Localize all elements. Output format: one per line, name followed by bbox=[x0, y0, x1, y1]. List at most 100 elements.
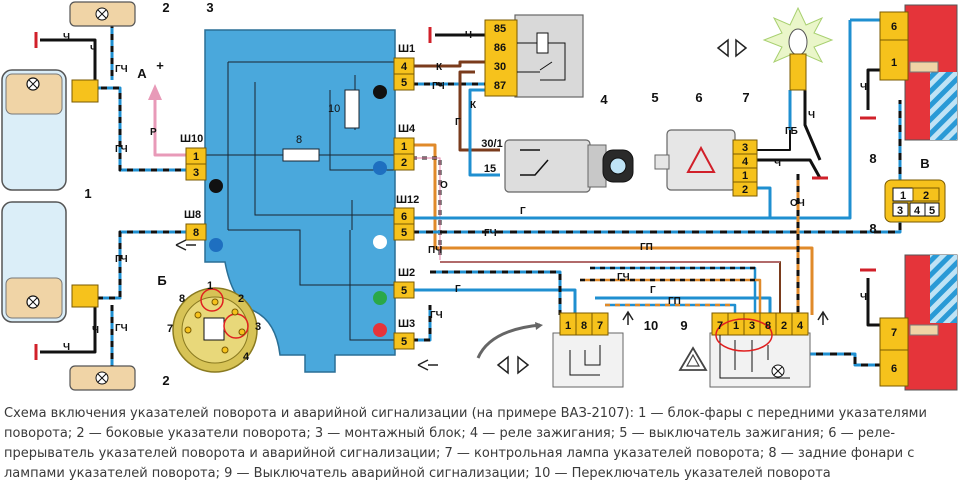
wire-pch: ПЧ bbox=[428, 245, 442, 256]
wire-ch-7: Ч bbox=[808, 110, 815, 121]
wire-gch-1: ГЧ bbox=[115, 64, 128, 75]
mounting-block bbox=[204, 29, 396, 373]
sw10-pin-1: 1 bbox=[565, 320, 571, 332]
connector-labels: Ш1 Ш4 Ш10 Ш12 Ш8 Ш2 Ш3 bbox=[180, 43, 419, 330]
direction-arrows bbox=[175, 38, 829, 375]
pin-sh1-a: 4 bbox=[401, 61, 408, 73]
pin-sh1-b: 5 bbox=[401, 77, 407, 89]
wire-g-3: Г bbox=[455, 284, 461, 295]
block-dot-green bbox=[373, 291, 387, 305]
wire-g-4: Г bbox=[650, 285, 656, 296]
label-7: 7 bbox=[742, 90, 749, 105]
label-3: 3 bbox=[206, 0, 213, 15]
hz-pin-1: 1 bbox=[733, 320, 739, 332]
turn-switch bbox=[476, 312, 624, 388]
conn-sh8: Ш8 bbox=[184, 209, 201, 221]
hazard-switch bbox=[678, 312, 811, 388]
wire-k-2: К bbox=[470, 100, 477, 111]
b-pin-1: 1 bbox=[207, 280, 213, 292]
b-pin-7: 7 bbox=[167, 323, 173, 335]
indicator-lamp bbox=[762, 6, 834, 91]
pin-sh2: 5 bbox=[401, 285, 407, 297]
wire-gp-1: ГП bbox=[640, 242, 653, 253]
wire-g-2: Г bbox=[520, 206, 526, 217]
v-pin-4: 4 bbox=[914, 205, 921, 217]
b-pin-3: 3 bbox=[255, 321, 261, 333]
wire-ch-2: Ч bbox=[90, 44, 97, 55]
relay-pin-30: 30 bbox=[494, 61, 506, 73]
pin-sh4-a: 1 bbox=[401, 141, 407, 153]
wire-gb: ГБ bbox=[785, 126, 798, 137]
headlight-top bbox=[1, 69, 99, 191]
block-connectors bbox=[185, 57, 415, 350]
conn-sh2: Ш2 bbox=[398, 267, 415, 279]
wire-gch-2: ГЧ bbox=[115, 144, 128, 155]
label-2-top: 2 bbox=[162, 0, 169, 15]
lamp-bot-pin-6: 6 bbox=[891, 363, 897, 375]
wire-r: Р bbox=[150, 127, 157, 138]
wire-g-1: Г bbox=[455, 117, 461, 128]
label-6: 6 bbox=[695, 90, 702, 105]
connector-view-v bbox=[884, 179, 946, 223]
wiring-diagram: 1 2 2 3 4 5 6 7 8 8 9 10 10 8 А + Б В Ш1… bbox=[1, 0, 958, 391]
b-pin-4: 4 bbox=[243, 351, 250, 363]
label-5: 5 bbox=[651, 90, 658, 105]
wire-gch-3: ГЧ bbox=[115, 254, 128, 265]
rear-lamp-top bbox=[879, 4, 958, 141]
label-4: 4 bbox=[600, 92, 608, 107]
hz-pin-8: 8 bbox=[765, 320, 771, 332]
lamp-bot-pin-7: 7 bbox=[891, 327, 897, 339]
conn-sh1: Ш1 bbox=[398, 43, 415, 55]
connector-view-b bbox=[172, 287, 258, 373]
wire-ch-9: Ч bbox=[860, 292, 867, 303]
section-labels: А + Б В bbox=[137, 58, 929, 288]
ground-symbols bbox=[34, 27, 876, 360]
section-v: В bbox=[920, 156, 929, 171]
wire-ch-1: Ч bbox=[63, 32, 70, 43]
sw10-pin-7: 7 bbox=[597, 320, 603, 332]
wire-gp-2: ГП bbox=[668, 296, 681, 307]
pin-labels: 4 5 1 3 1 2 6 5 8 5 5 85 86 30 87 3 4 1 … bbox=[167, 21, 935, 375]
wire-gch-4: ГЧ bbox=[115, 323, 128, 334]
wire-ch-8: Ч bbox=[860, 82, 867, 93]
fuse-label-10: 10 bbox=[328, 103, 340, 115]
label-10: 10 bbox=[644, 318, 658, 333]
hz-pin-3: 3 bbox=[749, 320, 755, 332]
section-a: А bbox=[137, 66, 147, 81]
wire-ch-3: Ч bbox=[92, 325, 99, 336]
block-dot-white bbox=[373, 235, 387, 249]
lamp-top-pin-1: 1 bbox=[891, 57, 897, 69]
label-1: 1 bbox=[84, 186, 91, 201]
label-2-bottom: 2 bbox=[162, 373, 169, 388]
pin-sh4-b: 2 bbox=[401, 157, 407, 169]
wires bbox=[40, 10, 902, 372]
b-pin-8: 8 bbox=[179, 293, 185, 305]
wire-och: ОЧ bbox=[790, 198, 805, 209]
v-pin-1: 1 bbox=[900, 190, 906, 202]
int-pin-2: 2 bbox=[742, 184, 748, 196]
pin-sh10-a: 1 bbox=[193, 151, 199, 163]
plus-sign: + bbox=[156, 58, 164, 73]
figure-caption: Схема включения указателей поворота и ав… bbox=[4, 406, 927, 481]
wire-ch-6: Ч bbox=[774, 158, 781, 169]
ignition-switch bbox=[504, 139, 634, 193]
wire-gch-7: ГЧ bbox=[617, 272, 630, 283]
conn-sh10: Ш10 bbox=[180, 133, 203, 145]
relay-pin-87: 87 bbox=[494, 80, 506, 92]
b-pin-2: 2 bbox=[238, 293, 244, 305]
label-8-bottom: 8 bbox=[869, 221, 876, 236]
v-pin-5: 5 bbox=[929, 205, 935, 217]
int-pin-3: 3 bbox=[742, 142, 748, 154]
pin-sh12-a: 6 bbox=[401, 211, 407, 223]
section-b: Б bbox=[157, 273, 166, 288]
block-dot-red bbox=[373, 323, 387, 337]
flasher-relay bbox=[654, 129, 758, 197]
label-9: 9 bbox=[680, 318, 687, 333]
block-dot-black-left bbox=[209, 179, 223, 193]
power-arrow-a bbox=[148, 84, 162, 100]
fuse-label-8: 8 bbox=[296, 134, 302, 146]
sw10-pin-8: 8 bbox=[581, 320, 587, 332]
wire-k-1: К bbox=[436, 62, 443, 73]
conn-sh3: Ш3 bbox=[398, 318, 415, 330]
int-pin-1: 1 bbox=[742, 170, 748, 182]
